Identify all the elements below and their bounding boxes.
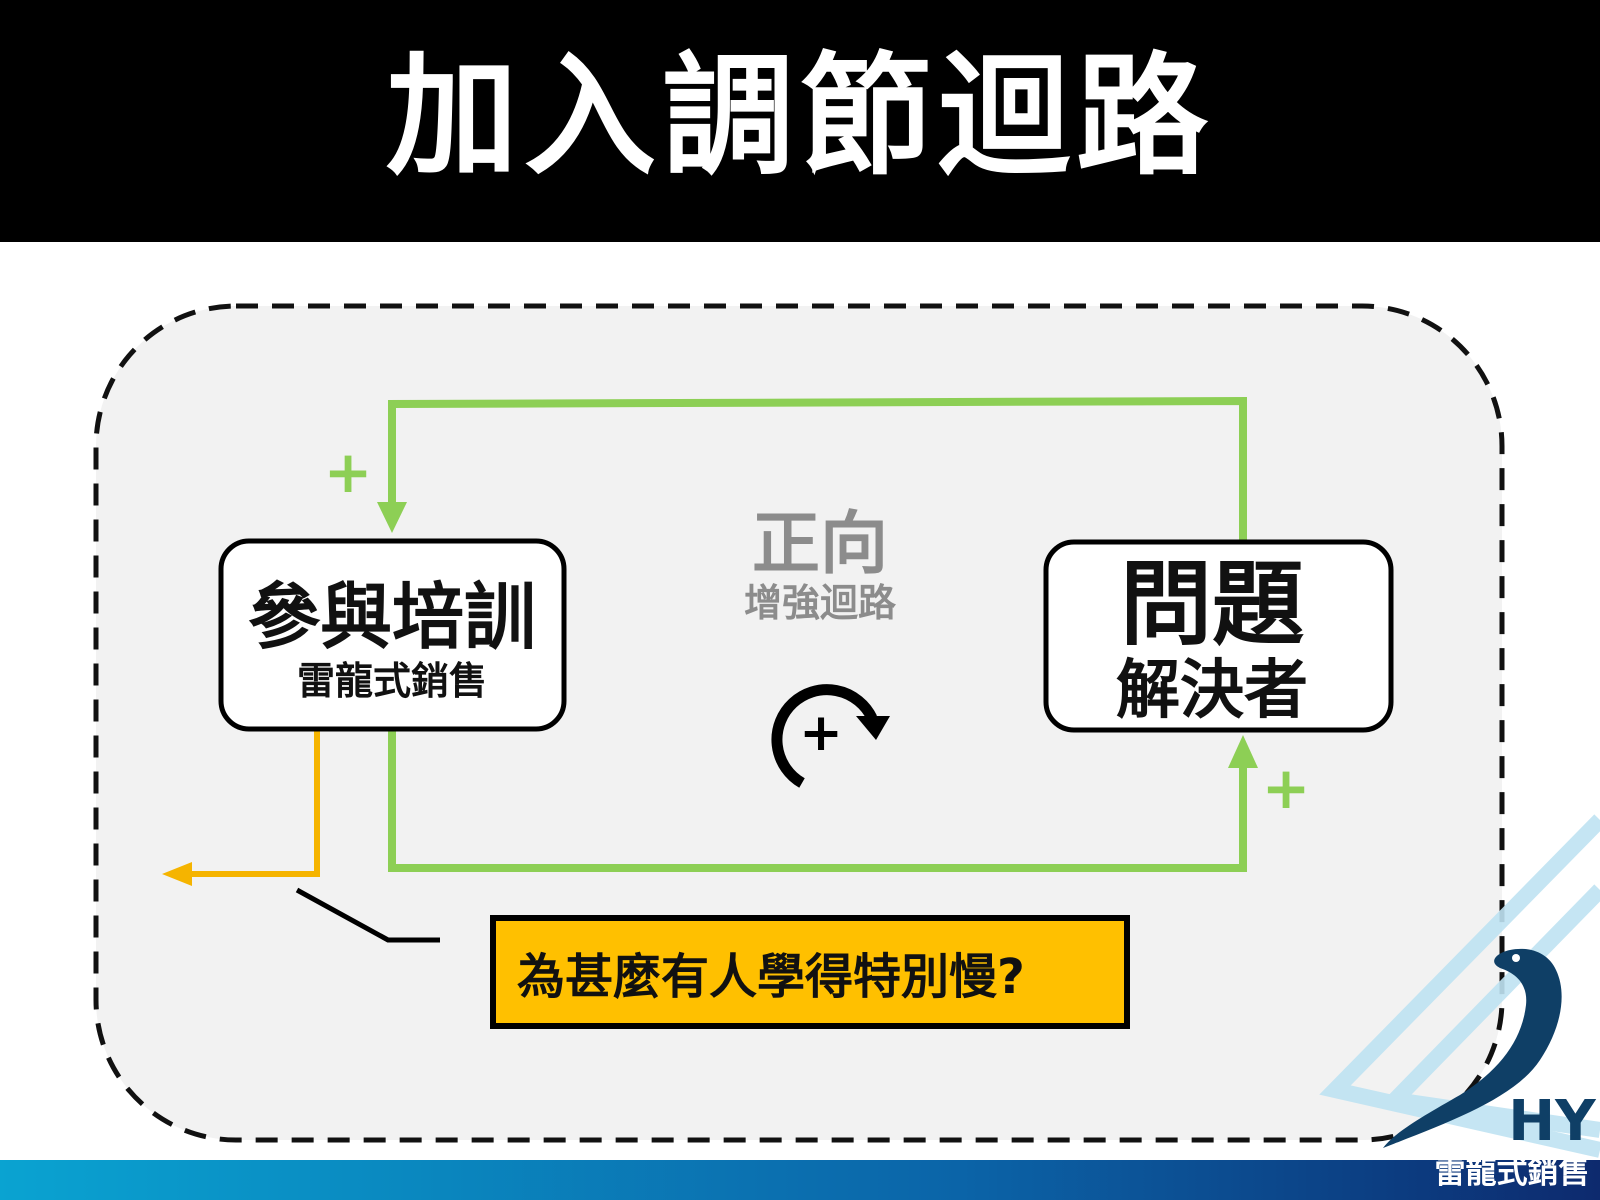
node-problem-solver: 問題 解決者 [1043, 539, 1394, 733]
brand-name: 雷龍式銷售 [1435, 1155, 1590, 1191]
node-training: 參與培訓 雷龍式銷售 [218, 538, 567, 732]
question-text: 為甚麼有人學得特別慢? [517, 949, 1025, 1005]
node-problem-subtitle: 解決者 [1116, 654, 1308, 728]
link-plus-bottom-right: + [1262, 754, 1311, 822]
header-bar: 加入調節迴路 [0, 0, 1600, 242]
node-training-subtitle: 雷龍式銷售 [297, 659, 487, 703]
diagram-boundary [93, 303, 1505, 1143]
dinosaur-icon [1383, 948, 1562, 1148]
outflow-arrowhead [162, 862, 192, 886]
page-title: 加入調節迴路 [386, 40, 1214, 194]
reinforcing-link-bottom [388, 730, 1247, 872]
arrowhead-to-training [377, 502, 407, 533]
node-training-title: 參與培訓 [248, 575, 536, 659]
loop-subtitle: 增強迴路 [744, 581, 897, 625]
question-callout: 為甚麼有人學得特別慢? [490, 915, 1130, 1029]
arrowhead-to-problem [1228, 735, 1258, 768]
brand-mark: HY [1508, 1089, 1597, 1154]
balancing-outflow [190, 730, 320, 877]
bottom-band [0, 1160, 1600, 1200]
node-problem-title: 問題 [1120, 551, 1304, 658]
loop-polarity-symbol: + [799, 703, 843, 763]
reinforcing-link-top [388, 396, 1247, 540]
callout-leader [295, 887, 440, 943]
loop-title: 正向 [752, 505, 888, 584]
link-plus-top-left: + [324, 438, 373, 506]
loop-rotation-icon [771, 684, 890, 788]
brand-logo: HY 雷龍式銷售 [1383, 948, 1597, 1191]
